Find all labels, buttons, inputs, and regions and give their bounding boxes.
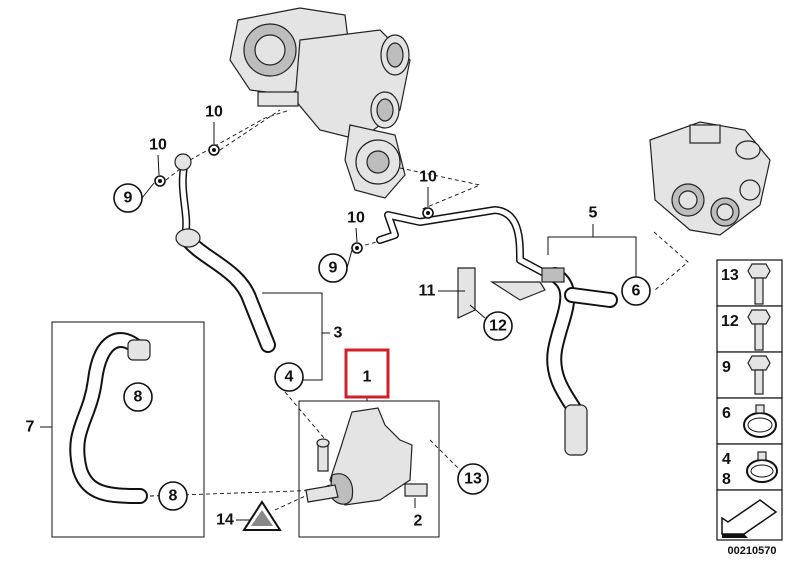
washers xyxy=(154,144,434,254)
hose-7-illustration xyxy=(69,332,151,504)
callout-10-washer: 10 xyxy=(419,169,437,186)
callout-circle xyxy=(318,253,348,283)
callout-8-clamp[interactable]: 8 xyxy=(169,488,178,505)
hardware-legend: 13 12 9 6 4 8 0021 xyxy=(716,259,783,557)
legend-label-8: 8 xyxy=(722,471,731,488)
callout-11-bracket[interactable]: 11 xyxy=(419,283,436,300)
hex-bolt-short-icon xyxy=(747,355,771,395)
callout-circle xyxy=(483,311,513,341)
legend-label-12: 12 xyxy=(721,313,739,330)
callout-circle xyxy=(123,382,153,412)
hose-3-illustration xyxy=(174,153,276,353)
diagram-id: 00210570 xyxy=(728,545,777,557)
callout-9-bolt[interactable]: 9 xyxy=(124,190,133,207)
callout-3-hose[interactable]: 3 xyxy=(334,325,343,342)
hose-5-illustration xyxy=(376,206,618,456)
callout-circle xyxy=(457,463,489,495)
callout-10-washer: 10 xyxy=(149,137,167,154)
hex-bolt-long-icon xyxy=(747,263,771,305)
callout-12-bolt[interactable]: 12 xyxy=(489,318,507,335)
callout-2-connector[interactable]: 2 xyxy=(414,513,423,530)
legend-label-6: 6 xyxy=(722,405,731,422)
legend-label-13: 13 xyxy=(721,267,739,284)
leader-lines xyxy=(40,122,637,521)
hose-7-group-box xyxy=(51,321,205,538)
callout-circle xyxy=(113,183,143,213)
legend-label-9: 9 xyxy=(722,359,731,376)
callout-10-washer: 10 xyxy=(347,210,365,227)
callout-8-clamp[interactable]: 8 xyxy=(134,389,143,406)
callout-circle xyxy=(621,276,651,306)
arrow-icon xyxy=(721,499,778,538)
callout-13-bolt[interactable]: 13 xyxy=(464,471,482,488)
legend-label-4: 4 xyxy=(722,451,731,468)
callout-14-label[interactable]: 14 xyxy=(216,512,234,529)
callout-10-washer: 10 xyxy=(205,104,223,121)
callout-9-bolt[interactable]: 9 xyxy=(329,260,338,277)
callout-6-clamp[interactable]: 6 xyxy=(632,283,641,300)
highlight-box xyxy=(344,348,390,399)
callout-7-hose[interactable]: 7 xyxy=(26,419,35,436)
thermostat-housing-illustration xyxy=(649,121,771,236)
callout-circle xyxy=(158,481,188,511)
callout-5-hose[interactable]: 5 xyxy=(589,205,598,222)
warning-label-14-illustration xyxy=(242,500,282,531)
callout-1-water-pump[interactable]: 1 xyxy=(363,369,372,386)
hose-clamp-icon xyxy=(746,451,778,483)
callout-circle xyxy=(274,362,304,392)
flange-bolt-icon xyxy=(747,309,771,351)
pump-1-group-box xyxy=(298,400,440,538)
turbocharger-illustration xyxy=(229,7,411,199)
water-pump-illustration xyxy=(305,407,428,506)
hose-clamp-icon xyxy=(743,404,777,438)
callout-4-clamp[interactable]: 4 xyxy=(285,369,294,386)
bracket-11-illustration xyxy=(457,267,476,319)
